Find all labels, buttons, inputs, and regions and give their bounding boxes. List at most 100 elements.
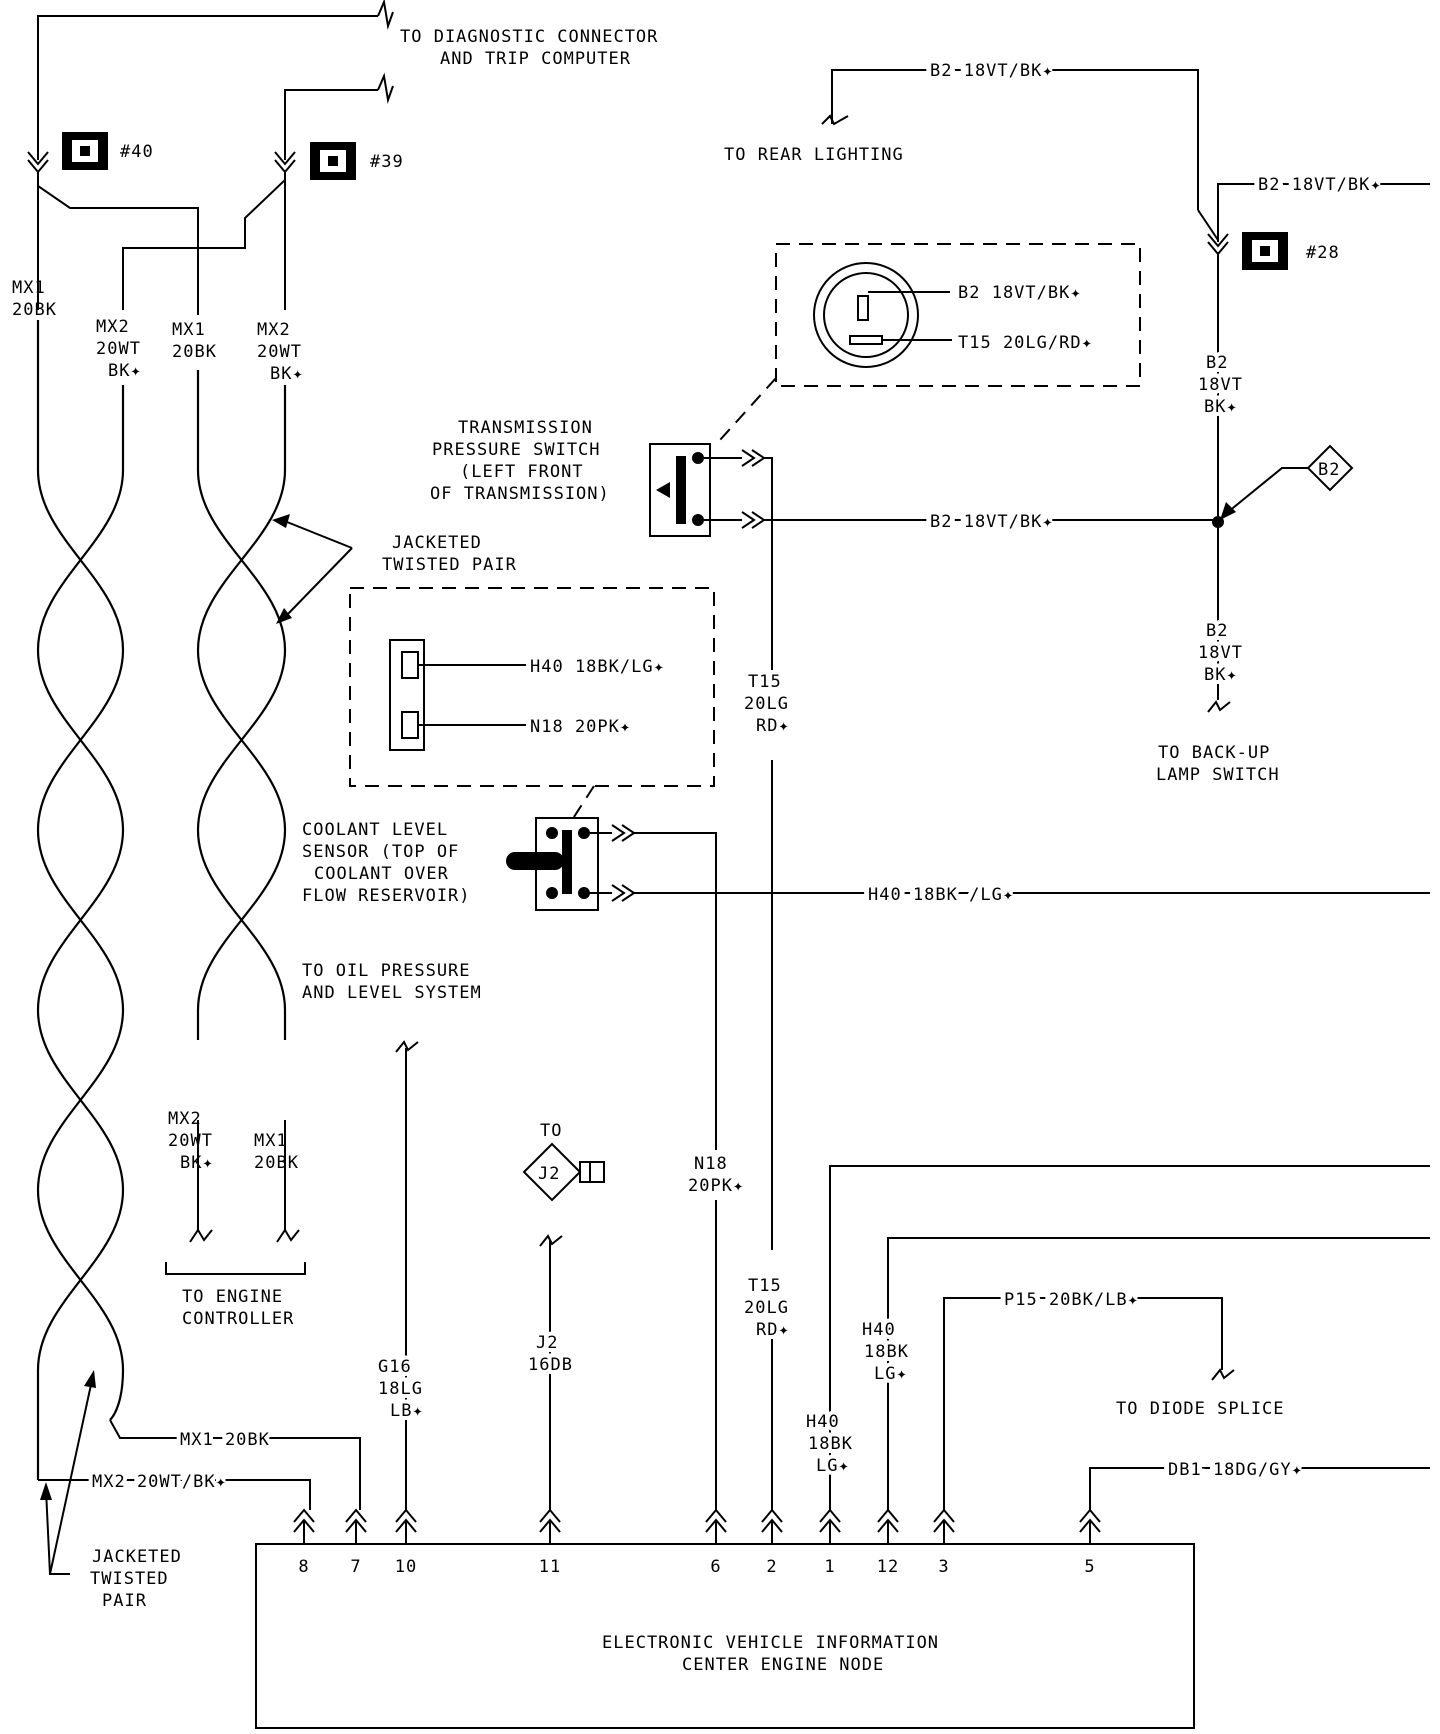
j2-label-1: J2 xyxy=(536,1333,558,1353)
diag-connector-label-2: AND TRIP COMPUTER xyxy=(440,49,631,69)
rear-lighting-wire-label: B2 18VT/BK✦ xyxy=(930,61,1054,81)
mx1-bottom-label: MX1 20BK xyxy=(180,1430,270,1450)
engine-mx2-label-3: BK✦ xyxy=(180,1153,214,1173)
oil-pressure-label-1: TO OIL PRESSURE xyxy=(302,961,471,981)
h40-horizontal-label: H40 18BK /LG✦ xyxy=(868,885,1014,905)
coolant-sensor-label-2: SENSOR (TOP OF xyxy=(302,842,459,862)
pin-arrows xyxy=(293,1508,1101,1544)
n18-label-1: N18 xyxy=(694,1154,728,1174)
mx2-b-label-2: 20WT xyxy=(257,342,302,362)
connector-28-label: #28 xyxy=(1306,243,1340,263)
pin-1-label: 1 xyxy=(824,1557,835,1577)
trans-conn-t15-label: T15 20LG/RD✦ xyxy=(958,333,1093,353)
h40-a-label-2: 18BK xyxy=(808,1434,853,1454)
pin-12-label: 12 xyxy=(877,1557,899,1577)
t15-upper-label-2: 20LG xyxy=(744,694,789,714)
b2-lower-label-1: B2 xyxy=(1206,621,1228,641)
coolant-conn-h40-label: H40 18BK/LG✦ xyxy=(530,657,665,677)
t15-lower-label-1: T15 xyxy=(748,1276,782,1296)
jacketed-bottom-label-3: PAIR xyxy=(102,1591,147,1611)
b2-lower-label-3: BK✦ xyxy=(1204,665,1238,685)
trans-switch-label-2: PRESSURE SWITCH xyxy=(432,440,601,460)
g16-label-1: G16 xyxy=(378,1357,412,1377)
jacketed-top-label-1: JACKETED xyxy=(392,533,482,553)
module-label-1: ELECTRONIC VEHICLE INFORMATION xyxy=(602,1633,939,1653)
g16-label-2: 18LG xyxy=(378,1379,423,1399)
pin-1-arrow xyxy=(819,1508,841,1544)
g16-label-3: LB✦ xyxy=(390,1401,424,1421)
t15-lower-label-2: 20LG xyxy=(744,1298,789,1318)
b2-right-top-label: B2 18VT/BK✦ xyxy=(1258,175,1382,195)
b2-horizontal-label: B2 18VT/BK✦ xyxy=(930,512,1054,532)
trans-switch-body xyxy=(649,443,711,537)
pin-6-label: 6 xyxy=(710,1557,721,1577)
trans-switch-label-4: OF TRANSMISSION) xyxy=(430,484,610,504)
left-harness: #40 #39 TO DIAGNOSTIC CONNECTOR AND TRIP… xyxy=(12,0,658,1611)
mx2-a-label-3: BK✦ xyxy=(108,361,142,381)
jacketed-bottom-label-2: TWISTED xyxy=(90,1569,169,1589)
coolant-sensor-label-1: COOLANT LEVEL xyxy=(302,820,448,840)
coolant-sensor-label-4: FLOW RESERVOIR) xyxy=(302,886,471,906)
pin-10-label: 10 xyxy=(395,1557,417,1577)
coolant-sensor-label-3: COOLANT OVER xyxy=(314,864,449,884)
engine-controller-label-2: CONTROLLER xyxy=(182,1309,294,1329)
mx1-b-label-2: 20BK xyxy=(172,342,217,362)
engine-mx1-label-2: 20BK xyxy=(254,1153,299,1173)
h40-a-label-1: H40 xyxy=(806,1412,840,1432)
diode-label: TO DIODE SPLICE xyxy=(1116,1399,1285,1419)
pin-7-label: 7 xyxy=(350,1557,361,1577)
diag-connector-label-1: TO DIAGNOSTIC CONNECTOR xyxy=(400,27,658,47)
h40-b-label-1: H40 xyxy=(862,1320,896,1340)
pin-3-arrow xyxy=(933,1508,955,1544)
pin-11-label: 11 xyxy=(539,1557,561,1577)
module-box xyxy=(255,1543,1195,1729)
transmission-switch: B2 18VT/BK✦ T15 20LG/RD✦ TRANSMISSION PR… xyxy=(430,243,1218,1250)
backup-label-1: TO BACK-UP xyxy=(1158,743,1270,763)
pin-8-label: 8 xyxy=(298,1557,309,1577)
h40-b-label-2: 18BK xyxy=(864,1342,909,1362)
connector-40-icon xyxy=(62,132,108,170)
coolant-conn-n18-label: N18 20PK✦ xyxy=(530,717,631,737)
jacketed-top-label-2: TWISTED PAIR xyxy=(382,555,517,575)
pin-2-arrow xyxy=(761,1508,783,1544)
pin-12-arrow xyxy=(877,1508,899,1544)
n18-label-2: 20PK✦ xyxy=(688,1176,744,1196)
b2-circuit: TO REAR LIGHTING B2 18VT/BK✦ B2 18VT/BK✦… xyxy=(724,56,1430,785)
backup-label-2: LAMP SWITCH xyxy=(1156,765,1280,785)
mx2-b-label-3: BK✦ xyxy=(270,364,304,384)
trans-switch-label-1: TRANSMISSION xyxy=(458,418,593,438)
b2-splice-diamond xyxy=(1306,444,1354,492)
pin-11-arrow xyxy=(539,1508,561,1544)
t15-lower-label-3: RD✦ xyxy=(756,1320,790,1340)
connector-40-label: #40 xyxy=(120,142,154,162)
pin-10-arrow xyxy=(395,1508,417,1544)
mx2-bottom-label: MX2 20WT/BK✦ xyxy=(92,1472,227,1492)
oil-pressure-label-2: AND LEVEL SYSTEM xyxy=(302,983,482,1003)
b2-upper-label-3: BK✦ xyxy=(1204,397,1238,417)
b2-splice-label: B2 xyxy=(1318,460,1340,480)
rear-lighting-label: TO REAR LIGHTING xyxy=(724,145,904,165)
jacketed-bottom-label-1: JACKETED xyxy=(92,1547,182,1567)
pin-7-arrow xyxy=(345,1508,367,1544)
connector-28-icon xyxy=(1242,232,1288,270)
t15-upper-label-1: T15 xyxy=(748,672,782,692)
db1-label: DB1 18DG/GY✦ xyxy=(1168,1460,1303,1480)
to-j2-label: TO xyxy=(540,1121,562,1141)
trans-switch-label-3: (LEFT FRONT xyxy=(460,462,584,482)
j2-diamond-label: J2 xyxy=(538,1164,560,1184)
pin-6-arrow xyxy=(705,1508,727,1544)
pin-3-label: 3 xyxy=(938,1557,949,1577)
mx2-b-label-1: MX2 xyxy=(257,320,291,340)
t15-upper-label-3: RD✦ xyxy=(756,716,790,736)
mx1-outer-label-2: 20BK xyxy=(12,300,57,320)
engine-mx1-label-1: MX1 xyxy=(254,1131,288,1151)
pin-5-label: 5 xyxy=(1084,1557,1095,1577)
pin-5-arrow xyxy=(1079,1508,1101,1544)
b2-lower-label-2: 18VT xyxy=(1198,643,1243,663)
h40-a-label-3: LG✦ xyxy=(816,1456,850,1476)
connector-39-label: #39 xyxy=(370,152,404,172)
mx1-outer-label-1: MX1 xyxy=(12,278,46,298)
